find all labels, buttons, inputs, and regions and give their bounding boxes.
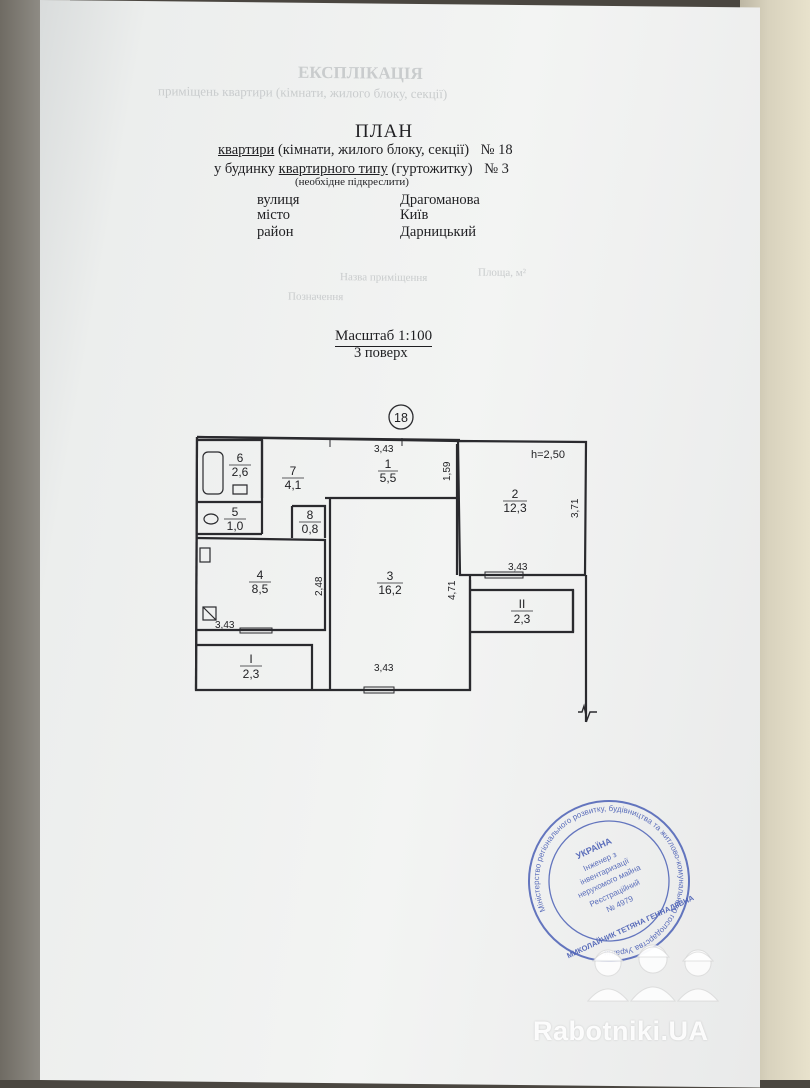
dim-room4-width: 3,43	[215, 620, 235, 631]
room-2-area: 12,3	[503, 501, 527, 515]
floor-label: 3 поверх	[354, 345, 408, 361]
dim-room1-width: 3,43	[374, 444, 394, 455]
stove-icon	[202, 606, 217, 621]
room-8-number: 8	[307, 508, 314, 522]
apartment-word: квартири	[218, 142, 275, 158]
apartment-descr: (кімнати, жилого блоку, секції)	[274, 142, 470, 158]
room-2-number: 2	[512, 487, 519, 501]
underline-note: (необхідне підкреслити)	[295, 176, 409, 188]
dim-room1-height: 1,59	[442, 461, 453, 481]
dim-room4-height: 2,48	[314, 576, 325, 596]
floor-plan-fixtures	[199, 451, 248, 621]
dim-room3-width: 3,43	[374, 663, 394, 674]
street-value: Драгоманова	[400, 192, 480, 208]
building-no-label: №	[484, 161, 499, 177]
official-stamp: Міністерство регіонального розвитку, буд…	[524, 796, 694, 966]
room-8-area: 0,8	[302, 522, 319, 536]
header-line-building: у будинку квартирного типу (гуртожитку) …	[214, 161, 509, 178]
watermark-workers-icon	[586, 944, 720, 1002]
room-1-area: 5,5	[380, 471, 397, 485]
building-type: квартирного типу	[278, 161, 388, 177]
room-6-area: 2,6	[232, 465, 249, 479]
room-5-area: 1,0	[227, 519, 244, 533]
apartment-number: 18	[394, 411, 408, 425]
city-value: Київ	[400, 207, 429, 223]
room-4-area: 8,5	[252, 582, 269, 596]
building-no-value: 3	[501, 161, 509, 177]
room-7-area: 4,1	[285, 478, 302, 492]
balcony-2-area: 2,3	[514, 612, 531, 626]
balcony-1-area: 2,3	[243, 667, 260, 681]
ceiling-height: h=2,50	[531, 449, 565, 461]
sink-icon	[232, 484, 248, 495]
scale-label: Масштаб 1:100	[335, 328, 433, 347]
toilet-icon	[203, 513, 219, 525]
dim-room2-height: 3,71	[570, 498, 581, 518]
room-5-number: 5	[232, 505, 239, 519]
balcony-2-number: II	[519, 597, 526, 611]
room-3-area: 16,2	[378, 583, 402, 597]
apartment-number-circle	[388, 404, 414, 430]
header-line-apartment: квартири (кімнати, жилого блоку, секції)…	[218, 142, 513, 159]
floor-plan-windows	[239, 438, 597, 723]
dim-room3-height: 4,71	[447, 580, 458, 600]
plan-title: ПЛАН	[355, 121, 414, 142]
room-7-number: 7	[290, 464, 297, 478]
kitchen-sink-icon	[199, 547, 211, 563]
room-1-number: 1	[385, 457, 392, 471]
apartment-no-label: №	[480, 142, 495, 158]
building-rest: (гуртожитку)	[387, 161, 473, 177]
street-label: вулиця	[257, 192, 300, 208]
balcony-1-number: I	[249, 652, 252, 666]
watermark-text: Rabotniki.UA	[533, 1016, 709, 1046]
dim-room2-width: 3,43	[508, 562, 528, 573]
bathtub-icon	[202, 451, 224, 495]
district-label: район	[257, 224, 294, 240]
building-prefix: у будинку	[214, 161, 279, 177]
apartment-no-value: 18	[498, 142, 513, 158]
floor-plan-walls	[194, 435, 588, 722]
room-3-number: 3	[387, 569, 394, 583]
city-label: місто	[257, 207, 291, 223]
room-4-number: 4	[257, 568, 264, 582]
room-6-number: 6	[237, 451, 244, 465]
district-value: Дарницький	[400, 224, 477, 240]
